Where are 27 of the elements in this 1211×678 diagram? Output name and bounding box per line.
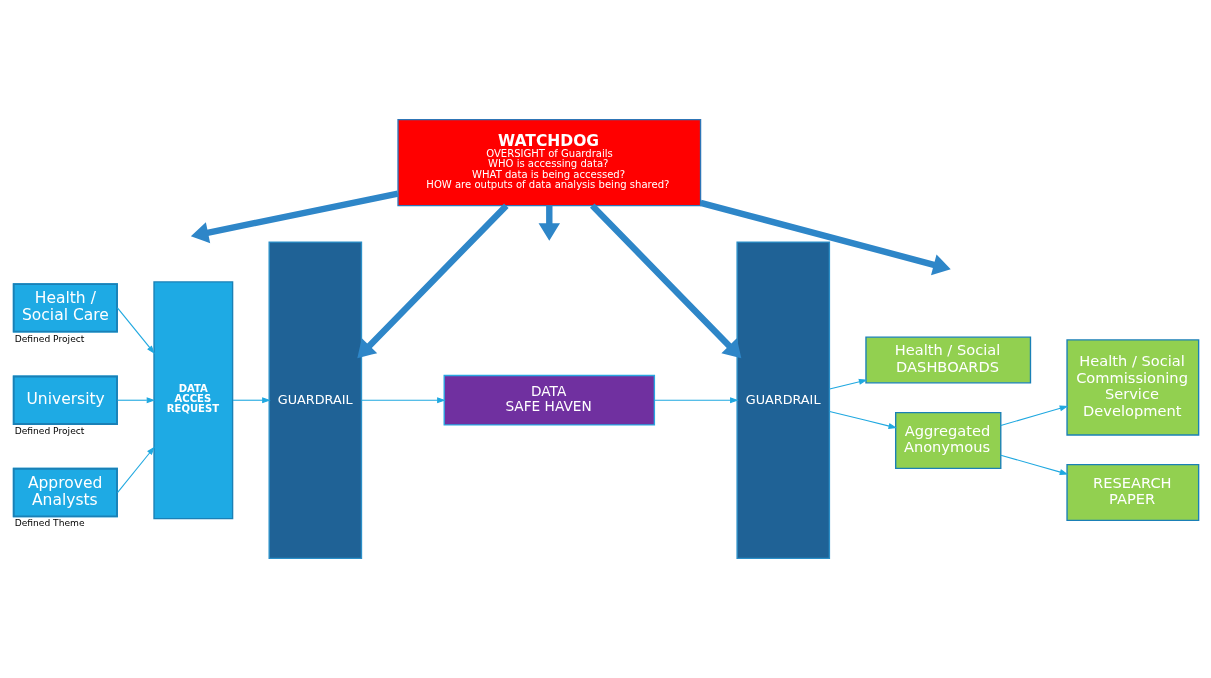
node-box: RESEARCH PAPER <box>1066 464 1200 522</box>
arrow <box>357 203 509 359</box>
arrow <box>1000 405 1069 427</box>
arrow <box>589 203 742 359</box>
node-box: Health / Social Commissioning Service Development <box>1066 339 1200 436</box>
node-box: DATA SAFE HAVEN <box>443 374 656 426</box>
node-box: WATCHDOG OVERSIGHT of Guardrails WHO is accessing data? WHAT data is being accessed? HOW are outputs of data analysis being shared? <box>397 118 702 207</box>
arrow <box>116 446 155 494</box>
node-box: DATA ACCES REQUEST <box>153 281 234 520</box>
arrow <box>232 397 271 404</box>
arrow <box>829 410 898 429</box>
arrow <box>829 378 868 390</box>
node-label: Defined Project <box>14 426 85 437</box>
arrow <box>1000 454 1069 475</box>
node-label: Defined Project <box>14 333 85 344</box>
arrow <box>116 307 155 355</box>
arrow <box>538 205 561 241</box>
node-box: Health / Social DASHBOARDS <box>865 336 1032 384</box>
node-box: GUARDRAIL <box>736 241 831 560</box>
node-box: GUARDRAIL <box>268 241 363 560</box>
arrow <box>654 397 739 404</box>
node-box: Aggregated Anonymous <box>895 411 1002 469</box>
arrow <box>116 397 156 404</box>
arrow <box>699 199 951 276</box>
arrow <box>361 397 446 404</box>
arrow <box>190 190 399 244</box>
node-label: Defined Theme <box>14 518 85 529</box>
